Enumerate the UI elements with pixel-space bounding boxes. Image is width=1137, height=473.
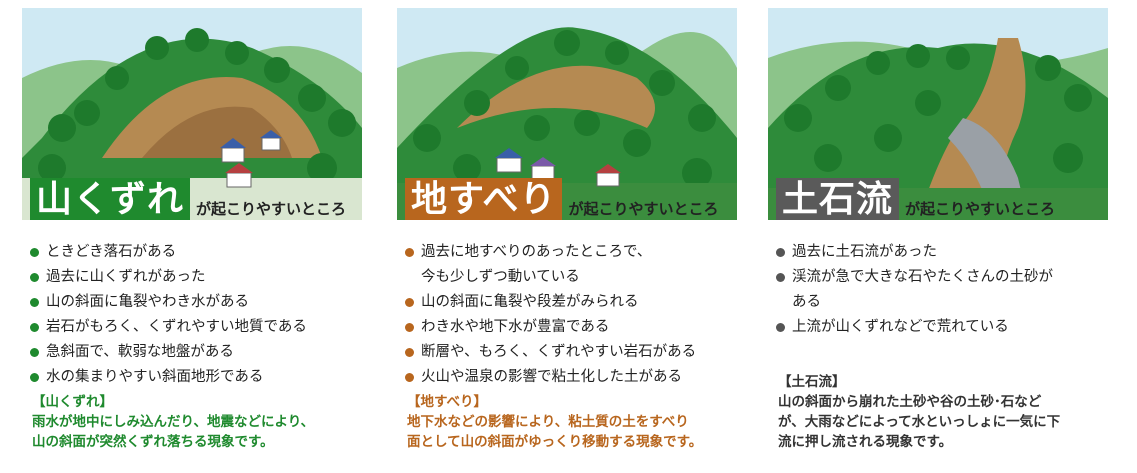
list-item: 急斜面で、軟弱な地盤がある [30, 340, 370, 365]
definition-note: 【地すべり】 地下水などの影響により、粘土質の土をすべり 面として山の斜面がゆっ… [407, 392, 747, 452]
panel-yamakuzure: 山くずれ が起こりやすいところ ときどき落石がある 過去に山くずれがあった 山の… [22, 8, 362, 450]
note-title: 【山くずれ】 [32, 394, 113, 410]
bullet-dot-icon [30, 298, 39, 307]
bullet-dot-icon [405, 298, 414, 307]
bullet-dot-icon [30, 248, 39, 257]
headline: 山くずれ が起こりやすいところ [30, 178, 346, 220]
list-item: 山の斜面に亀裂や段差がみられる [405, 290, 745, 315]
bullet-dot-icon [405, 248, 414, 257]
debris-flow-illustration: 土石流 が起こりやすいところ [768, 8, 1108, 220]
list-item: わき水や地下水が豊富である [405, 315, 745, 340]
panel-jisuberi: 地すべり が起こりやすいところ 過去に地すべりのあったところで、今も少しずつ動い… [397, 8, 737, 450]
list-item: 岩石がもろく、くずれやすい地質である [30, 315, 370, 340]
bullet-dot-icon [405, 348, 414, 357]
list-item: 山の斜面に亀裂やわき水がある [30, 290, 370, 315]
bullet-dot-icon [405, 373, 414, 382]
panel-title-suffix: が起こりやすいところ [568, 200, 719, 218]
bullet-dot-icon [776, 323, 785, 332]
list-item: 渓流が急で大きな石やたくさんの土砂がある [776, 265, 1116, 315]
panel-title: 土石流 [776, 178, 900, 220]
note-title: 【土石流】 [778, 374, 846, 390]
risk-list: ときどき落石がある 過去に山くずれがあった 山の斜面に亀裂やわき水がある 岩石が… [30, 240, 370, 390]
panel-title: 山くずれ [30, 178, 191, 220]
list-item: 過去に土石流があった [776, 240, 1116, 265]
note-line: 山の斜面から崩れた土砂や谷の土砂･石など [778, 394, 1042, 410]
note-line: が、大雨などによって水といっしょに一気に下 [778, 414, 1061, 430]
list-item: 火山や温泉の影響で粘土化した土がある [405, 365, 745, 390]
landslide-illustration: 山くずれ が起こりやすいところ [22, 8, 362, 220]
risk-list: 過去に地すべりのあったところで、今も少しずつ動いている 山の斜面に亀裂や段差がみ… [405, 240, 745, 390]
note-line: 地下水などの影響により、粘土質の土をすべり [407, 414, 689, 430]
definition-note: 【土石流】 山の斜面から崩れた土砂や谷の土砂･石など が、大雨などによって水とい… [778, 372, 1118, 452]
list-item: 水の集まりやすい斜面地形である [30, 365, 370, 390]
bullet-dot-icon [776, 273, 785, 282]
list-item: 断層や、もろく、くずれやすい岩石がある [405, 340, 745, 365]
panel-dosekiryu: 土石流 が起こりやすいところ 過去に土石流があった 渓流が急で大きな石やたくさん… [768, 8, 1108, 450]
list-item: 過去に地すべりのあったところで、今も少しずつ動いている [405, 240, 745, 290]
landslip-illustration: 地すべり が起こりやすいところ [397, 8, 737, 220]
panel-title-suffix: が起こりやすいところ [196, 200, 347, 218]
list-item: 上流が山くずれなどで荒れている [776, 315, 1116, 340]
list-item: ときどき落石がある [30, 240, 370, 265]
bullet-dot-icon [30, 348, 39, 357]
bullet-dot-icon [30, 323, 39, 332]
note-line: 面として山の斜面がゆっくり移動する現象です。 [407, 434, 703, 450]
bullet-dot-icon [30, 373, 39, 382]
note-title: 【地すべり】 [407, 394, 488, 410]
definition-note: 【山くずれ】 雨水が地中にしみ込んだり、地震などにより、 山の斜面が突然くずれ落… [32, 392, 372, 452]
bullet-dot-icon [30, 273, 39, 282]
panel-title: 地すべり [405, 178, 563, 220]
bullet-dot-icon [776, 248, 785, 257]
headline: 土石流 が起こりやすいところ [776, 178, 1055, 220]
headline: 地すべり が起こりやすいところ [405, 178, 719, 220]
note-line: 雨水が地中にしみ込んだり、地震などにより、 [32, 414, 315, 430]
note-line: 山の斜面が突然くずれ落ちる現象です。 [32, 434, 274, 450]
note-line: 流に押し流される現象です。 [778, 434, 953, 450]
risk-list: 過去に土石流があった 渓流が急で大きな石やたくさんの土砂がある 上流が山くずれな… [776, 240, 1116, 340]
panel-title-suffix: が起こりやすいところ [905, 200, 1056, 218]
bullet-dot-icon [405, 323, 414, 332]
list-item: 過去に山くずれがあった [30, 265, 370, 290]
